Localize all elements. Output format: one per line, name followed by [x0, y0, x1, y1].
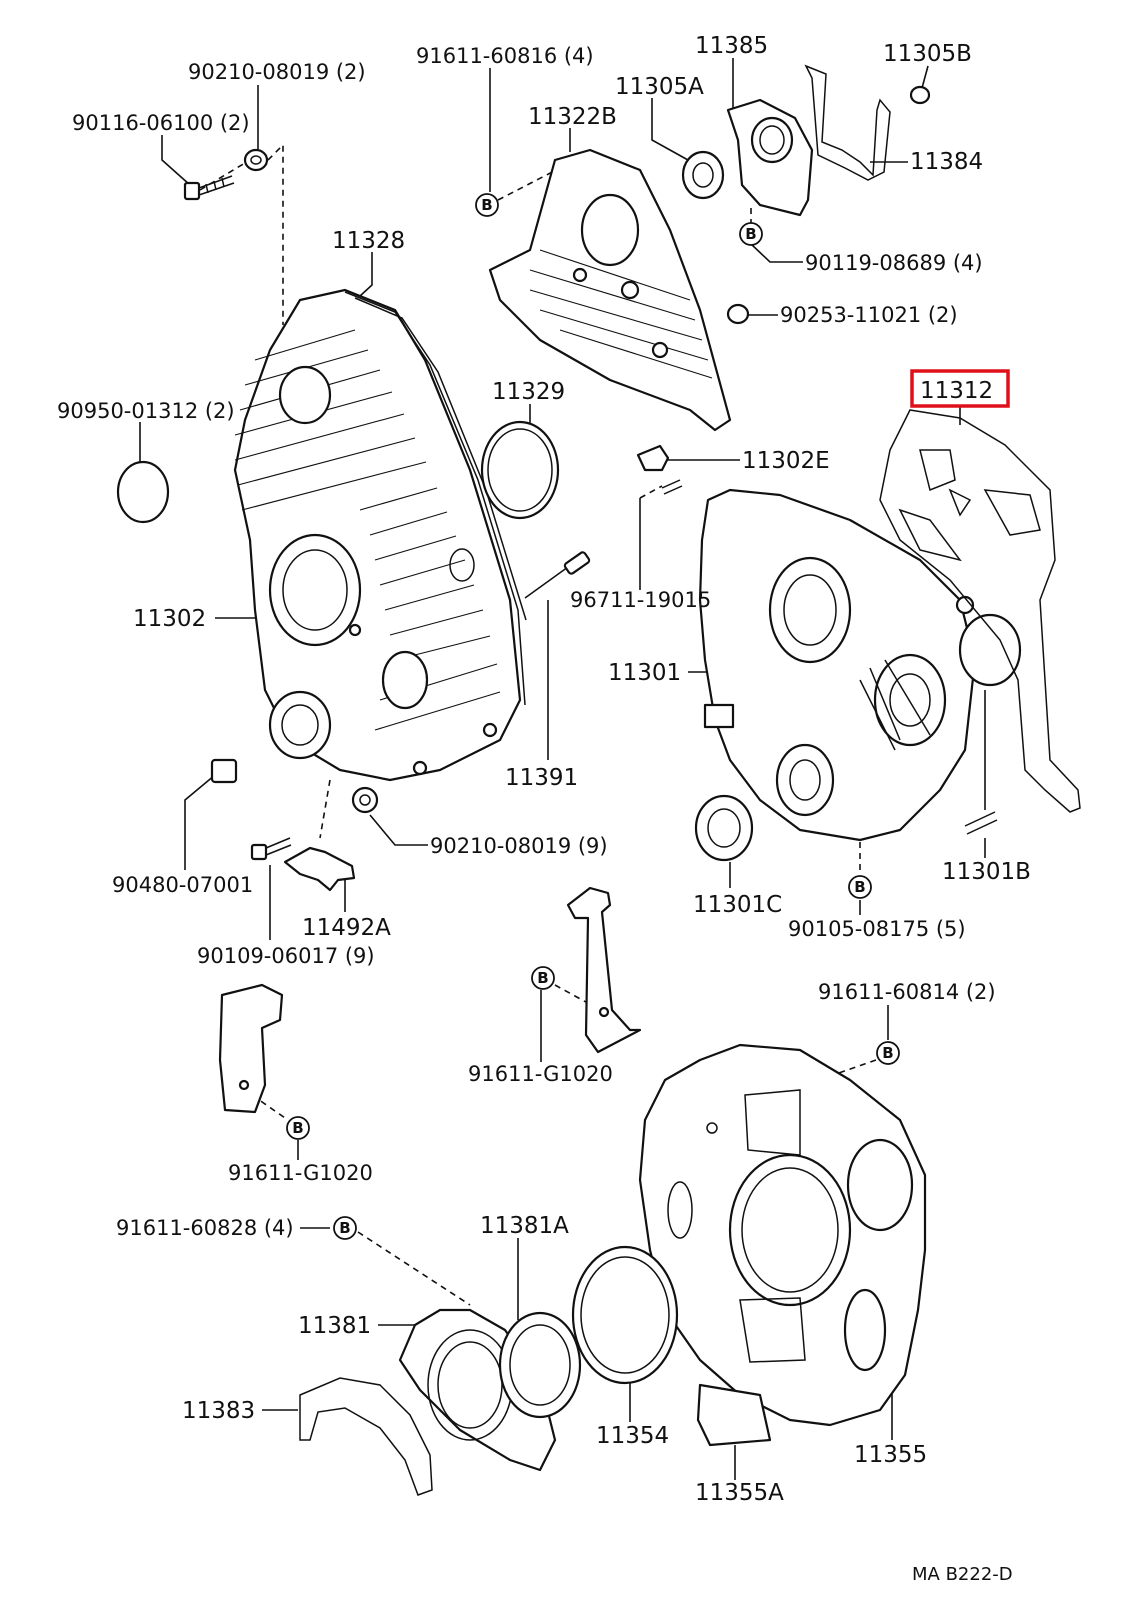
gasket-11383: [299, 1377, 433, 1496]
seal-11354: [571, 1245, 679, 1385]
label-11305B: 11305B: [883, 41, 972, 67]
diagram-reference-code: MA B222-D: [912, 1564, 1013, 1585]
label-91611-G1020-lower: 91611-G1020: [228, 1161, 373, 1185]
label-96711-19015: 96711-19015: [570, 588, 711, 612]
pin-96711: [661, 479, 683, 495]
gasket-11329: [480, 420, 560, 520]
label-11492A: 11492A: [302, 915, 391, 941]
label-90116-06100: 90116-06100 (2): [72, 111, 250, 135]
label-11322B: 11322B: [528, 104, 617, 130]
nut-90480: [210, 758, 238, 784]
nut-90210-9: [351, 786, 379, 814]
timing-case-11301: [698, 488, 1022, 842]
pin-90253: [726, 303, 750, 325]
svg-text:B: B: [537, 969, 548, 987]
label-11302: 11302: [133, 606, 206, 632]
label-90210-08019-9: 90210-08019 (9): [430, 834, 608, 858]
ref-mark-b-3: B: [848, 875, 872, 899]
svg-text:B: B: [882, 1044, 893, 1062]
label-90480-07001: 90480-07001: [112, 873, 253, 897]
label-11355A: 11355A: [695, 1480, 784, 1506]
ref-mark-b-2: B: [739, 222, 763, 246]
seal-11305A: [681, 150, 725, 200]
gasket-11312: [879, 409, 1081, 813]
svg-text:B: B: [292, 1119, 303, 1137]
bolt-90109: [250, 837, 292, 861]
label-11328: 11328: [332, 228, 405, 254]
label-90109-06017: 90109-06017 (9): [197, 944, 375, 968]
svg-text:B: B: [481, 196, 492, 214]
label-11383: 11383: [182, 1398, 255, 1424]
label-11381A: 11381A: [480, 1213, 569, 1239]
label-11302E: 11302E: [742, 448, 830, 474]
timing-belt-cover-11302: [233, 288, 527, 782]
bracket-lower: [218, 983, 284, 1114]
bracket-upper: [566, 886, 642, 1054]
ref-mark-b-5: B: [876, 1041, 900, 1065]
label-91611-60814: 91611-60814 (2): [818, 980, 996, 1004]
svg-text:B: B: [745, 225, 756, 243]
bracket-11492A: [283, 846, 356, 892]
highlight-box-11312: [910, 369, 1010, 408]
label-91611-G1020-upper: 91611-G1020: [468, 1062, 613, 1086]
svg-text:B: B: [854, 878, 865, 896]
part-labels: 90210-08019 (2) 90116-06100 (2) 91611-60…: [57, 33, 1031, 1585]
bolt-90116: [183, 175, 235, 201]
seal-11381A: [498, 1311, 582, 1419]
ref-mark-b-4: B: [531, 966, 555, 990]
seal-11301C: [694, 794, 754, 862]
ref-mark-b-7: B: [333, 1216, 357, 1240]
end-plate-11355: [638, 1043, 927, 1427]
upper-cover-11322B: [488, 148, 732, 432]
plug-11302E: [636, 444, 670, 472]
ref-mark-b-1: B: [475, 193, 499, 217]
label-90253-11021: 90253-11021 (2): [780, 303, 958, 327]
label-90210-08019-2: 90210-08019 (2): [188, 60, 366, 84]
label-11354: 11354: [596, 1423, 669, 1449]
label-11385: 11385: [695, 33, 768, 59]
label-11301: 11301: [608, 660, 681, 686]
nut-90210-top: [243, 148, 269, 172]
label-11391: 11391: [505, 765, 578, 791]
ref-mark-b-6: B: [286, 1116, 310, 1140]
stud-11301B: [964, 811, 998, 835]
label-90105-08175: 90105-08175 (5): [788, 917, 966, 941]
label-90119-08689: 90119-08689 (4): [805, 251, 983, 275]
label-11381: 11381: [298, 1313, 371, 1339]
svg-text:B: B: [339, 1219, 350, 1237]
label-91611-60828: 91611-60828 (4): [116, 1216, 294, 1240]
pin-11305B: [909, 85, 931, 105]
label-11301B: 11301B: [942, 859, 1031, 885]
label-11301C: 11301C: [693, 892, 782, 918]
label-11312: 11312: [920, 378, 993, 404]
gasket-11384: [804, 64, 891, 181]
label-11355: 11355: [854, 1442, 927, 1468]
retainer-11385: [726, 98, 814, 217]
plug-90950: [116, 460, 170, 524]
label-91611-60816: 91611-60816 (4): [416, 44, 594, 68]
cover-plate-11355A: [696, 1383, 772, 1447]
label-11329: 11329: [492, 379, 565, 405]
label-11384: 11384: [910, 149, 983, 175]
label-11305A: 11305A: [615, 74, 704, 100]
pin-11391: [524, 551, 591, 599]
label-90950-01312: 90950-01312 (2): [57, 399, 235, 423]
